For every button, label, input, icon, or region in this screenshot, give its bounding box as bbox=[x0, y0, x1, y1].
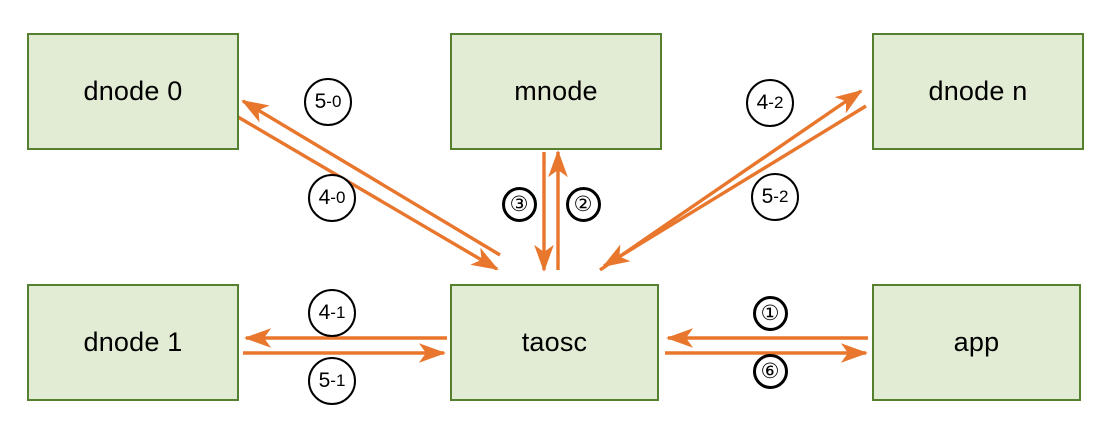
node-app[interactable]: app bbox=[872, 284, 1081, 401]
edge-badge-minor: -1 bbox=[330, 371, 346, 390]
edge-badge-4-2: 4-2 bbox=[746, 79, 794, 127]
node-dnode-1[interactable]: dnode 1 bbox=[27, 284, 239, 401]
edge-badge-label: ⑥ bbox=[760, 359, 780, 383]
node-label: taosc bbox=[521, 327, 588, 357]
edge-badge-minor: -2 bbox=[773, 187, 789, 206]
edge-badge-major: 4 bbox=[318, 186, 331, 209]
edge-badge-5-2: 5-2 bbox=[751, 173, 799, 221]
edge-badge-4-1: 4-1 bbox=[308, 289, 356, 337]
node-label: app bbox=[953, 327, 1000, 357]
edge-badge-6: ⑥ bbox=[752, 353, 788, 389]
node-label: dnode n bbox=[928, 76, 1028, 106]
edge-badge-major: 4 bbox=[318, 301, 331, 324]
edge-badge-1: ① bbox=[752, 295, 788, 331]
edge-badge-major: 4 bbox=[756, 91, 769, 114]
node-dnode-n[interactable]: dnode n bbox=[872, 33, 1084, 150]
edge-badge-5-0: 5-0 bbox=[304, 78, 352, 126]
edge-badge-5-1: 5-1 bbox=[308, 357, 356, 405]
edge-badge-major: 5 bbox=[761, 185, 774, 208]
node-label: dnode 0 bbox=[83, 76, 183, 106]
edge-badge-label: ① bbox=[760, 301, 780, 325]
node-taosc[interactable]: taosc bbox=[450, 284, 659, 401]
edge-badge-label: ② bbox=[573, 192, 593, 216]
edge-badge-label: ③ bbox=[509, 192, 529, 216]
node-label: dnode 1 bbox=[83, 327, 183, 357]
node-mnode[interactable]: mnode bbox=[450, 33, 662, 150]
edge-badge-4-0: 4-0 bbox=[308, 174, 356, 222]
edge-badge-major: 5 bbox=[314, 90, 327, 113]
edge-badge-minor: -2 bbox=[768, 93, 784, 112]
edge-badge-minor: -0 bbox=[330, 188, 346, 207]
edge-badge-major: 5 bbox=[318, 369, 331, 392]
edge-badge-2: ② bbox=[565, 186, 601, 222]
edge-badge-minor: -1 bbox=[330, 303, 346, 322]
node-label: mnode bbox=[514, 76, 598, 106]
edge-badge-minor: -0 bbox=[326, 92, 342, 111]
node-dnode-0[interactable]: dnode 0 bbox=[27, 33, 239, 150]
edge-badge-3: ③ bbox=[501, 186, 537, 222]
